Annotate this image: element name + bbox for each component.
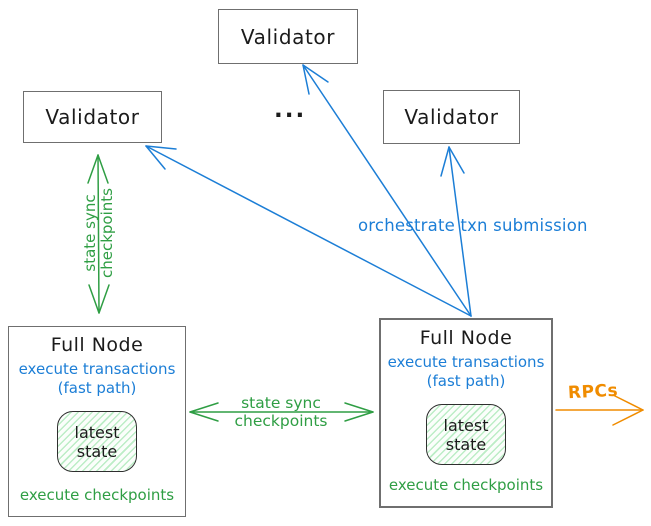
state-sync-line2: checkpoints xyxy=(98,188,116,278)
validator-top-label: Validator xyxy=(240,24,336,49)
rpcs-label: RPCs xyxy=(567,380,619,404)
full-node-left-title: Full Node xyxy=(50,334,144,356)
full-node-right-latest-state-box: latest state xyxy=(426,404,506,465)
latest-state-line2: state xyxy=(76,441,118,461)
latest-state-line2: state xyxy=(445,434,487,454)
full-node-right-box: Full Node execute transactions (fast pat… xyxy=(379,318,553,508)
state-sync-line1: state sync xyxy=(81,194,99,272)
validator-left-box: Validator xyxy=(23,91,162,143)
validators-ellipsis: ... xyxy=(274,97,307,123)
orchestrate-txn-submission-label: orchestrate txn submission xyxy=(358,216,588,235)
full-node-right-execute-transactions: execute transactions (fast path) xyxy=(381,353,551,391)
full-node-left-execute-checkpoints: execute checkpoints xyxy=(19,486,175,504)
latest-state-line1: latest xyxy=(74,422,120,442)
execute-transactions-line2: (fast path) xyxy=(426,372,506,390)
execute-transactions-line1: execute transactions xyxy=(18,360,176,378)
latest-state-line1: latest xyxy=(443,415,489,435)
state-sync-line2: checkpoints xyxy=(234,412,328,430)
validator-top-box: Validator xyxy=(218,9,358,64)
full-node-left-box: Full Node execute transactions (fast pat… xyxy=(8,326,186,517)
state-sync-validator-label: state sync checkpoints xyxy=(81,188,116,278)
validator-right-box: Validator xyxy=(383,90,520,144)
execute-transactions-line1: execute transactions xyxy=(387,353,545,371)
validator-left-label: Validator xyxy=(45,105,140,129)
execute-transactions-line2: (fast path) xyxy=(57,379,137,397)
full-node-right-title: Full Node xyxy=(419,327,513,349)
state-sync-nodes-label: state sync checkpoints xyxy=(235,394,328,430)
full-node-left-execute-transactions: execute transactions (fast path) xyxy=(9,360,185,398)
full-node-right-execute-checkpoints: execute checkpoints xyxy=(388,476,544,494)
state-sync-line1: state sync xyxy=(241,394,321,412)
validator-right-label: Validator xyxy=(404,105,499,129)
full-node-left-latest-state-box: latest state xyxy=(57,411,137,472)
